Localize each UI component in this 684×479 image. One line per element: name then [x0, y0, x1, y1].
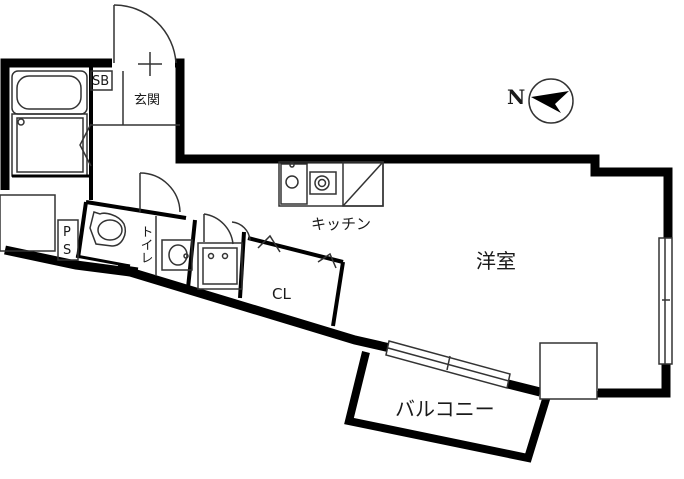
bathroom — [11, 70, 92, 178]
pipe-space-p-label: P — [63, 225, 71, 240]
north-compass: N — [507, 78, 574, 124]
outdoor-unit — [539, 342, 598, 400]
pipe-space — [0, 194, 79, 261]
washbasin — [155, 216, 193, 276]
balcony-label: バルコニー — [395, 397, 495, 421]
exterior-walls — [0, 58, 673, 398]
closet — [257, 234, 337, 269]
kitchen-counter — [278, 161, 384, 207]
toilet-label: トイレ — [138, 225, 153, 264]
balcony-walls — [344, 351, 551, 463]
right-window — [658, 237, 673, 365]
compass-needle-icon — [531, 91, 569, 113]
pipe-space-s-label: S — [63, 243, 71, 258]
balcony-window — [385, 340, 511, 389]
interior-partitions — [76, 66, 345, 327]
shoe-box-label: SB — [92, 74, 109, 89]
diagonal-wall-inner — [75, 254, 131, 268]
kitchen-label: キッチン — [311, 215, 371, 233]
toilet-room — [89, 172, 181, 271]
entrance-label: 玄関 — [134, 93, 160, 108]
closet-label: CL — [272, 285, 291, 303]
western-room-label: 洋室 — [476, 249, 516, 273]
laundry-space — [197, 213, 251, 290]
compass-north-label: N — [507, 85, 525, 109]
entrance-area — [90, 4, 180, 126]
